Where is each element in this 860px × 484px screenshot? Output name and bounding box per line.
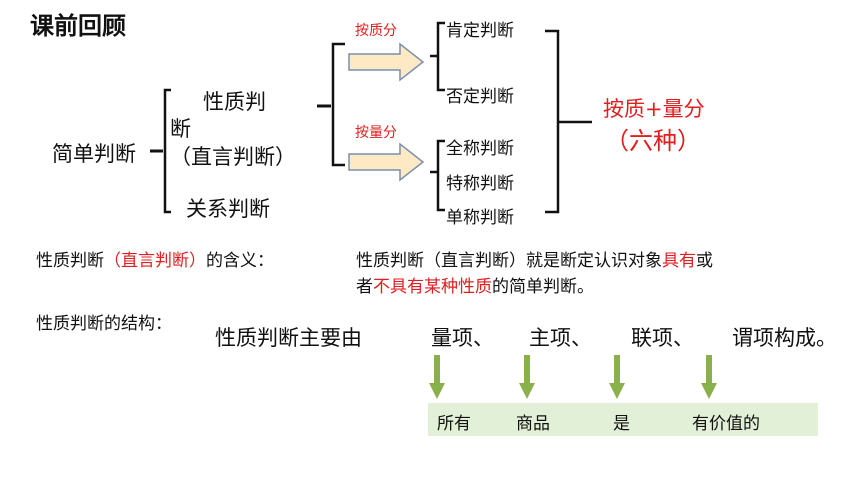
term-predicate: 谓项构成。 (732, 326, 837, 350)
down-arrow-icon-1 (429, 355, 445, 399)
meaning-text-line1: 性质判断（直言判断）就是断定认识对象具有或 (356, 246, 713, 271)
quality-item-negative: 否定判断 (446, 87, 514, 107)
arrow-quality-label: 按质分 (355, 23, 397, 39)
meaning-label-suffix: 的含义： (206, 251, 274, 271)
down-arrow-icon-4 (701, 355, 717, 399)
root-node: 简单判断 (52, 142, 136, 166)
example-predicate: 有价值的 (692, 414, 760, 434)
meaning-label-alias: （直言判断） (104, 251, 206, 271)
page-title: 课前回顾 (30, 12, 126, 40)
term-quantifier: 量项、 (431, 326, 494, 350)
quality-arrow-icon (348, 42, 425, 82)
arrow-quantity-label: 按量分 (355, 125, 397, 141)
branch-a-line3: （直言判断） (170, 145, 296, 169)
meaning-highlight-has-not: 不具有某种性质 (373, 277, 492, 297)
result-line1: 按质+量分 (603, 97, 705, 121)
term-copula: 联项、 (631, 326, 694, 350)
example-subject: 商品 (516, 414, 550, 434)
meaning-text-d: 的简单判断。 (492, 277, 594, 297)
meaning-label-term: 性质判断 (36, 251, 104, 271)
result-line2: （六种） (605, 127, 701, 155)
quality-item-affirmative: 肯定判断 (446, 21, 514, 41)
quantity-item-particular: 特称判断 (446, 174, 514, 194)
meaning-text-line2: 者不具有某种性质的简单判断。 (356, 272, 594, 297)
down-arrow-icon-3 (609, 355, 625, 399)
meaning-label: 性质判断（直言判断）的含义： (36, 246, 274, 271)
example-copula: 是 (613, 414, 630, 434)
example-bar (428, 403, 818, 436)
meaning-text-a: 性质判断（直言判断）就是断定认识对象 (356, 251, 662, 271)
quantity-arrow-icon (348, 142, 425, 182)
branch-a-line2: 断 (170, 117, 191, 141)
down-arrow-icon-2 (519, 355, 535, 399)
quantity-item-universal: 全称判断 (446, 139, 514, 159)
meaning-text-c: 者 (356, 277, 373, 297)
structure-label: 性质判断的结构： (36, 314, 172, 334)
branch-b: 关系判断 (186, 197, 270, 221)
branch-a-line1: 性质判 (203, 90, 266, 114)
example-quantifier: 所有 (437, 414, 471, 434)
quantity-item-singular: 单称判断 (446, 208, 514, 228)
structure-sentence: 性质判断主要由 (215, 326, 362, 350)
meaning-text-b: 或 (696, 251, 713, 271)
term-subject: 主项、 (529, 326, 592, 350)
meaning-highlight-has: 具有 (662, 251, 696, 271)
